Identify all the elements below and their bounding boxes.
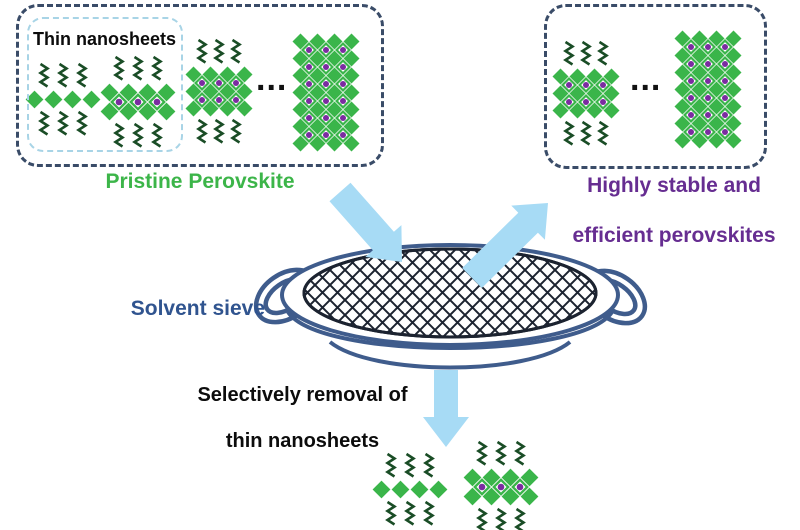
solvent-sieve-graphic xyxy=(253,243,648,370)
stable-perovskite-label: Highly stable and efficient perovskites xyxy=(548,173,800,248)
sieve-bowl-side xyxy=(286,310,614,350)
pristine-perovskite-box xyxy=(16,4,384,167)
bulk-perovskite xyxy=(292,33,360,152)
sieve-mesh xyxy=(302,247,598,339)
sieve-bowl-base xyxy=(328,340,572,370)
pristine-perovskite-label: Pristine Perovskite xyxy=(105,170,295,193)
ellipsis-left: ... xyxy=(256,60,288,98)
nanosheet-n3 xyxy=(185,38,253,144)
nanosheet-n1 xyxy=(25,62,101,136)
thin-nanosheets-label: Thin nanosheets xyxy=(33,29,177,49)
removal-line1: Selectively removal of xyxy=(197,384,408,406)
arrow-removal-down xyxy=(423,370,469,447)
bulk-perovskite-filtered xyxy=(674,30,742,149)
stable-perovskite-box xyxy=(544,4,767,169)
removal-label: Selectively removal of thin nanosheets xyxy=(175,384,430,453)
thin-nanosheets-box xyxy=(27,17,183,152)
arrow-out-of-sieve xyxy=(462,203,548,288)
removed-nanosheet-n2 xyxy=(463,440,539,530)
solvent-sieve-label: Solvent sieve xyxy=(130,297,265,320)
nanosheet-n2 xyxy=(100,55,176,148)
stable-line2: efficient perovskites xyxy=(572,224,776,247)
removal-line2: thin nanosheets xyxy=(225,430,380,452)
ellipsis-right: ... xyxy=(630,60,662,98)
arrow-into-sieve xyxy=(329,182,402,262)
nanosheet-n3-filtered xyxy=(552,40,620,146)
removed-nanosheet-n1 xyxy=(372,452,448,526)
stable-line1: Highly stable and xyxy=(587,174,761,197)
